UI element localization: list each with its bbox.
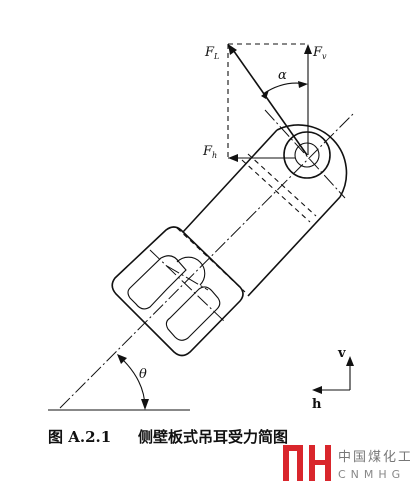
h-axis-label: h xyxy=(312,397,322,412)
fl-label: FL xyxy=(204,45,219,61)
fv-arrowhead xyxy=(304,44,312,54)
figure-number: 图 A.2.1 xyxy=(48,428,111,446)
watermark-cn: 中国煤化工 xyxy=(338,450,410,465)
figure-title: 侧壁板式吊耳受力简图 xyxy=(138,428,288,446)
base-plate xyxy=(111,226,244,357)
fl-arrowhead xyxy=(228,44,237,55)
ground-reference xyxy=(48,354,190,411)
watermark-logo xyxy=(283,445,331,481)
centerlines xyxy=(59,109,356,409)
fv-label: Fv xyxy=(312,45,327,61)
watermark-en: CNMHG xyxy=(338,468,405,481)
fh-arrowhead xyxy=(228,154,238,162)
force-components xyxy=(227,43,312,162)
fh-label: Fh xyxy=(202,144,217,160)
coordinate-axes xyxy=(312,356,354,394)
v-axis-label: v xyxy=(337,346,346,361)
lug-eye xyxy=(283,131,331,179)
alpha-label: α xyxy=(278,68,287,83)
theta-label: θ xyxy=(139,367,147,382)
